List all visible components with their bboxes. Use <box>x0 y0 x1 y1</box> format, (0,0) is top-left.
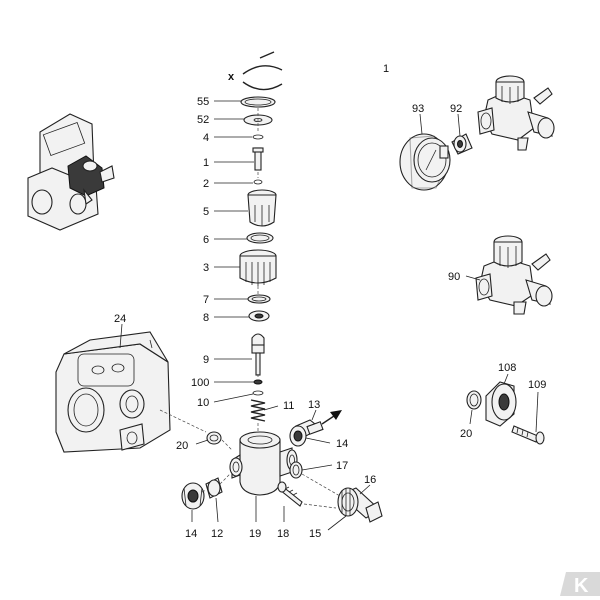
part-6-oring <box>246 232 274 244</box>
part-19-valve-body <box>229 431 298 496</box>
label-14-left: 14 <box>185 528 197 540</box>
part-17-oring <box>289 461 303 479</box>
part-4-oring <box>252 134 264 140</box>
part-24-pump-head <box>55 331 171 453</box>
part-1-pin <box>252 147 264 171</box>
svg-text:x: x <box>228 71 235 83</box>
label-12: 12 <box>211 528 223 540</box>
label-8: 8 <box>203 312 209 324</box>
label-20-right: 20 <box>460 428 472 440</box>
label-90: 90 <box>448 271 460 283</box>
part-20-oring-right <box>466 390 482 410</box>
pump-overview-thumbnail <box>27 113 115 231</box>
label-52: 52 <box>197 114 209 126</box>
label-16: 16 <box>364 474 376 486</box>
part-2-oring <box>253 179 263 185</box>
part-10-ring <box>252 390 264 396</box>
part-5-valve-seat <box>247 189 277 227</box>
label-109: 109 <box>528 379 546 391</box>
label-93: 93 <box>412 103 424 115</box>
label-92: 92 <box>450 103 462 115</box>
label-55: 55 <box>197 96 209 108</box>
label-19: 19 <box>249 528 261 540</box>
part-9-piston <box>251 333 265 376</box>
part-3-nut <box>239 249 277 286</box>
part-55-ring <box>240 96 276 108</box>
part-90-valve-assembly <box>475 235 553 315</box>
part-8-washer <box>248 310 270 322</box>
part-14-nut-left <box>181 482 205 510</box>
label-1: 1 <box>203 157 209 169</box>
clip-symbol: x <box>228 51 283 91</box>
part-15-nut <box>365 501 383 523</box>
label-108: 108 <box>498 362 516 374</box>
leader-lines <box>119 100 539 531</box>
part-93-gauge <box>399 133 451 191</box>
label-6: 6 <box>203 234 209 246</box>
label-24: 24 <box>114 313 126 325</box>
label-10: 10 <box>197 397 209 409</box>
part-12-plug <box>205 477 223 499</box>
label-11: 11 <box>283 400 294 412</box>
label-100: 100 <box>191 377 209 389</box>
label-18: 18 <box>277 528 289 540</box>
label-5: 5 <box>203 206 209 218</box>
arrow-outflow <box>321 410 342 425</box>
label-3: 3 <box>203 262 209 274</box>
label-9: 9 <box>203 354 209 366</box>
part-7-oring <box>247 294 271 304</box>
part-11-spring <box>250 399 266 422</box>
label-2: 2 <box>203 178 209 190</box>
label-20-left: 20 <box>176 440 188 452</box>
label-13: 13 <box>308 399 320 411</box>
part-100-clip <box>253 379 263 385</box>
kramp-logo: K <box>560 572 600 597</box>
label-15: 15 <box>309 528 321 540</box>
valve-assembly-top <box>477 75 555 151</box>
part-14-nut-right <box>289 425 307 447</box>
part-109-screw <box>511 425 545 445</box>
label-1-top: 1 <box>383 63 389 75</box>
label-17: 17 <box>336 460 348 472</box>
svg-text:K: K <box>574 575 589 597</box>
label-14-right: 14 <box>336 438 348 450</box>
part-108-bushing <box>485 381 517 427</box>
part-18-bolt <box>277 481 303 507</box>
assembly-guides <box>159 108 341 509</box>
label-4: 4 <box>203 132 209 144</box>
part-92-fitting <box>451 133 473 155</box>
label-7: 7 <box>203 294 209 306</box>
part-20-oring-left <box>206 431 222 445</box>
